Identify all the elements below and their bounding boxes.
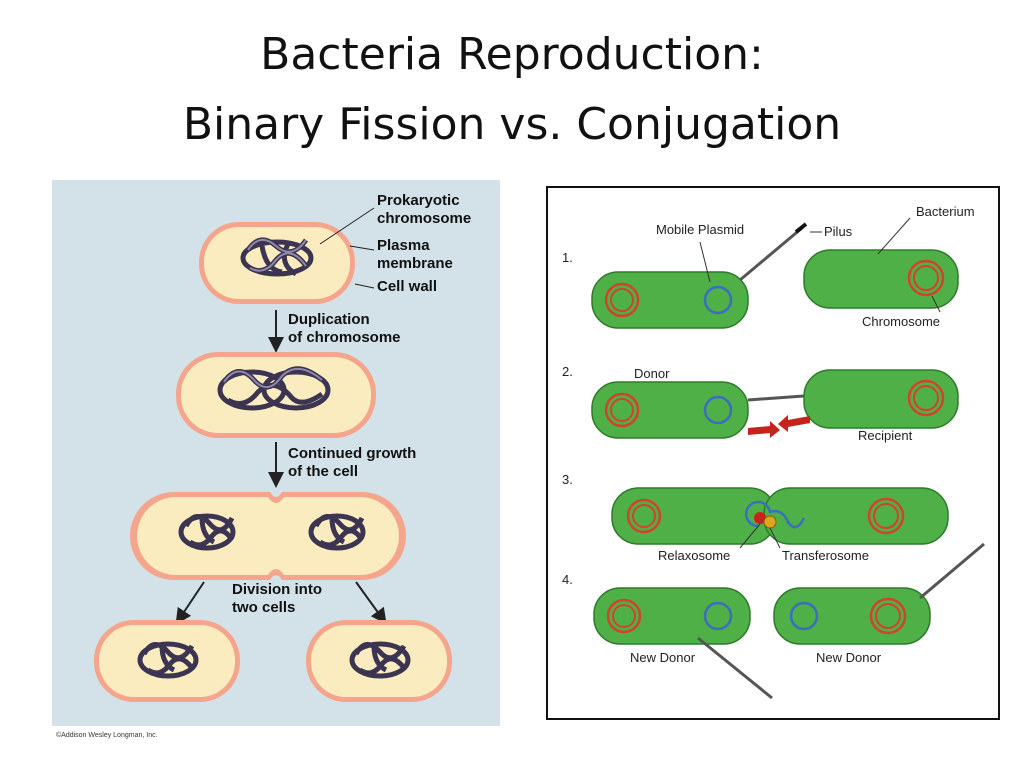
duplicated-cell [176, 352, 376, 438]
copyright-note: ©Addison Wesley Longman, Inc. [56, 732, 158, 739]
division-arrow-left [175, 581, 205, 625]
step-2-donor-cell [591, 381, 749, 439]
step-1-line2: of chromosome [288, 329, 401, 346]
label-recipient: Recipient [858, 428, 913, 443]
pilus-bridge [747, 394, 805, 402]
pull-arrow-left [778, 415, 810, 432]
conjugation-svg: 1. 2. 3. 4. Mobile Plasmid Pilus Bacteri… [562, 204, 985, 700]
binary-fission-svg: Prokaryotic chromosome Plasma membrane C… [94, 192, 471, 702]
title-line-1: Bacteria Reproduction: [260, 29, 764, 80]
step-1-donor-cell [591, 271, 749, 329]
label-transferosome: Transferosome [782, 548, 869, 563]
daughter-cell-left [94, 620, 240, 702]
step-number-2: 2. [562, 364, 573, 379]
conjugation-diagram: 1. 2. 3. 4. Mobile Plasmid Pilus Bacteri… [546, 186, 1000, 720]
step-1-line1: Duplication [288, 311, 370, 328]
step-number-1: 1. [562, 250, 573, 265]
title-line-2: Binary Fission vs. Conjugation [182, 99, 842, 150]
label-cell-wall: Cell wall [377, 278, 437, 295]
step-2-recipient-cell [803, 369, 959, 429]
label-mobile-plasmid: Mobile Plasmid [656, 222, 744, 237]
step-number-3: 3. [562, 472, 573, 487]
division-arrow-right [355, 581, 387, 625]
slide-title: Bacteria Reproduction: Binary Fission vs… [0, 20, 1024, 160]
label-relaxosome: Relaxosome [658, 548, 730, 563]
label-new-donor-right: New Donor [816, 650, 882, 665]
label-prokaryotic: Prokaryotic [377, 192, 460, 209]
label-chromosome: Chromosome [862, 314, 940, 329]
step-3-line1: Division into [232, 581, 322, 598]
step-number-4: 4. [562, 572, 573, 587]
step-3-line2: two cells [232, 599, 295, 616]
label-bacterium: Bacterium [916, 204, 975, 219]
label-pilus: Pilus [824, 224, 853, 239]
label-membrane: membrane [377, 255, 453, 272]
new-pilus-right [919, 542, 985, 600]
binary-fission-diagram: Prokaryotic chromosome Plasma membrane C… [52, 180, 500, 726]
step-2-line2: of the cell [288, 463, 358, 480]
step-4-new-donor-right [773, 587, 931, 645]
step-2-line1: Continued growth [288, 445, 416, 462]
label-chromosome: chromosome [377, 210, 471, 227]
new-pilus-left [697, 636, 773, 700]
pilus [739, 226, 803, 282]
step-3-conjugating-cells [611, 487, 949, 545]
label-plasma: Plasma [377, 237, 430, 254]
label-donor: Donor [634, 366, 670, 381]
original-cell [199, 222, 355, 304]
step-1-bacterium [803, 249, 959, 309]
daughter-cell-right [306, 620, 452, 702]
pull-arrow-right [748, 421, 780, 438]
constricting-cell [130, 492, 406, 580]
label-new-donor-left: New Donor [630, 650, 696, 665]
step-4-new-donor-left [593, 587, 751, 645]
